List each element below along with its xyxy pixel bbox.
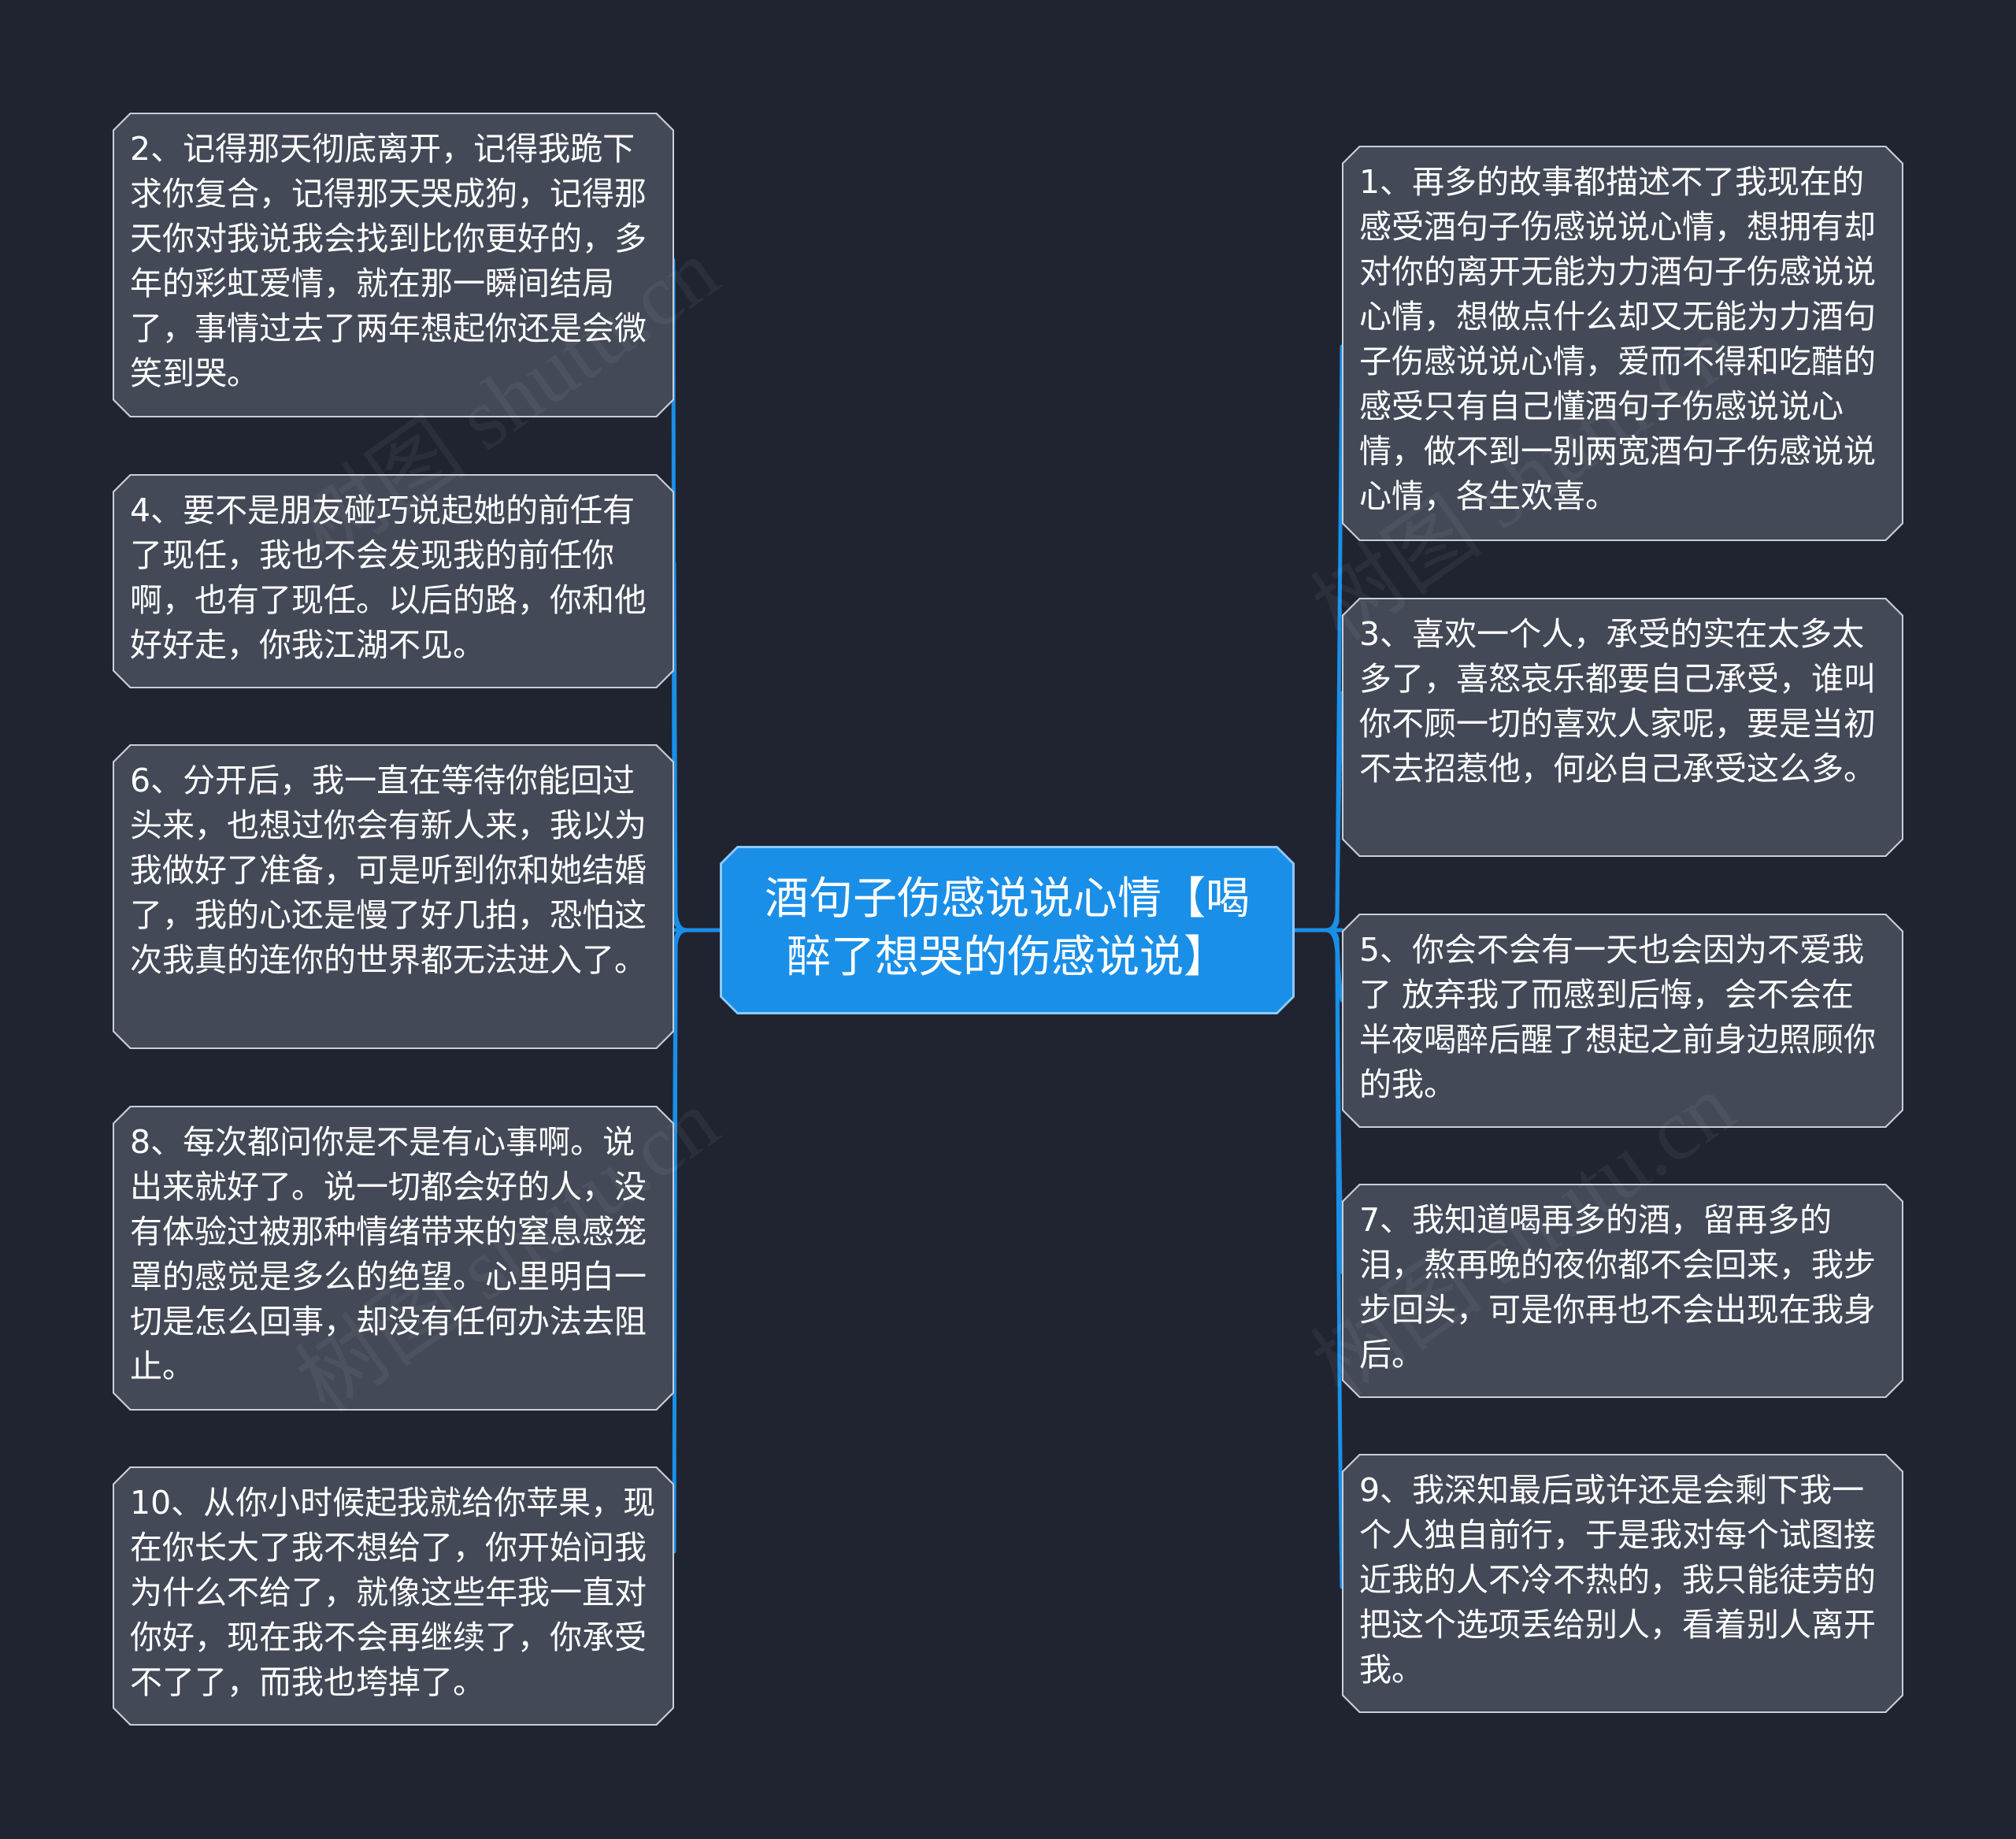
- connector-right-2: [1292, 691, 1344, 932]
- topic-node-text: 1、再多的故事都描述不了我现在的感受酒句子伤感说说心情，想拥有却对你的离开无能为…: [1343, 147, 1902, 539]
- topic-node-right-5[interactable]: 9、我深知最后或许还是会剩下我一个人独自前行，于是我对每个试图接近我的人不冷不热…: [1342, 1454, 1903, 1713]
- central-topic-title: 酒句子伤感说说心情【喝醉了想哭的伤感说说】: [722, 848, 1292, 1012]
- connector-left-3: [672, 911, 722, 932]
- topic-node-text: 5、你会不会有一天也会因为不爱我了 放弃我了而感到后悔，会不会在半夜喝醉后醒了想…: [1343, 915, 1902, 1126]
- topic-node-left-4[interactable]: 8、每次都问你是不是有心事啊。说出来就好了。说一切都会好的人，没有体验过被那种情…: [113, 1106, 674, 1411]
- central-topic-node[interactable]: 酒句子伤感说说心情【喝醉了想哭的伤感说说】: [720, 846, 1295, 1014]
- topic-node-text: 3、喜欢一个人，承受的实在太多太多了，喜怒哀乐都要自己承受，谁叫你不顾一切的喜欢…: [1343, 599, 1902, 855]
- topic-node-right-1[interactable]: 1、再多的故事都描述不了我现在的感受酒句子伤感说说心情，想拥有却对你的离开无能为…: [1342, 146, 1903, 541]
- connector-right-5: [1292, 928, 1344, 1589]
- topic-node-left-3[interactable]: 6、分开后，我一直在等待你能回过头来，也想过你会有新人来，我以为我做好了准备，可…: [113, 744, 674, 1049]
- topic-node-text: 9、我深知最后或许还是会剩下我一个人独自前行，于是我对每个试图接近我的人不冷不热…: [1343, 1455, 1902, 1711]
- topic-node-right-4[interactable]: 7、我知道喝再多的酒，留再多的泪，熬再晚的夜你都不会回来，我步步回头，可是你再也…: [1342, 1184, 1903, 1398]
- topic-node-right-2[interactable]: 3、喜欢一个人，承受的实在太多太多了，喜怒哀乐都要自己承受，谁叫你不顾一切的喜欢…: [1342, 598, 1903, 857]
- connector-right-4: [1292, 928, 1344, 1274]
- connector-left-1: [671, 258, 722, 932]
- topic-node-left-1[interactable]: 2、记得那天彻底离开，记得我跪下求你复合，记得那天哭成狗，记得那天你对我说我会找…: [113, 113, 674, 417]
- connector-left-2: [672, 561, 722, 932]
- topic-node-right-3[interactable]: 5、你会不会有一天也会因为不爱我了 放弃我了而感到后悔，会不会在半夜喝醉后醒了想…: [1342, 914, 1903, 1128]
- topic-node-left-5[interactable]: 10、从你小时候起我就给你苹果，现在你长大了我不想给了，你开始问我为什么不给了，…: [113, 1466, 674, 1726]
- connector-left-5: [672, 928, 722, 1554]
- topic-node-text: 6、分开后，我一直在等待你能回过头来，也想过你会有新人来，我以为我做好了准备，可…: [114, 746, 673, 1047]
- topic-node-text: 7、我知道喝再多的酒，留再多的泪，熬再晚的夜你都不会回来，我步步回头，可是你再也…: [1343, 1185, 1902, 1396]
- topic-node-text: 2、记得那天彻底离开，记得我跪下求你复合，记得那天哭成狗，记得那天你对我说我会找…: [114, 114, 673, 416]
- topic-node-text: 4、要不是朋友碰巧说起她的前任有了现任，我也不会发现我的前任你啊，也有了现任。以…: [114, 476, 673, 687]
- topic-node-text: 8、每次都问你是不是有心事啊。说出来就好了。说一切都会好的人，没有体验过被那种情…: [114, 1107, 673, 1409]
- connector-right-1: [1292, 344, 1344, 932]
- topic-node-text: 10、从你小时候起我就给你苹果，现在你长大了我不想给了，你开始问我为什么不给了，…: [114, 1468, 673, 1724]
- topic-node-left-2[interactable]: 4、要不是朋友碰巧说起她的前任有了现任，我也不会发现我的前任你啊，也有了现任。以…: [113, 474, 674, 688]
